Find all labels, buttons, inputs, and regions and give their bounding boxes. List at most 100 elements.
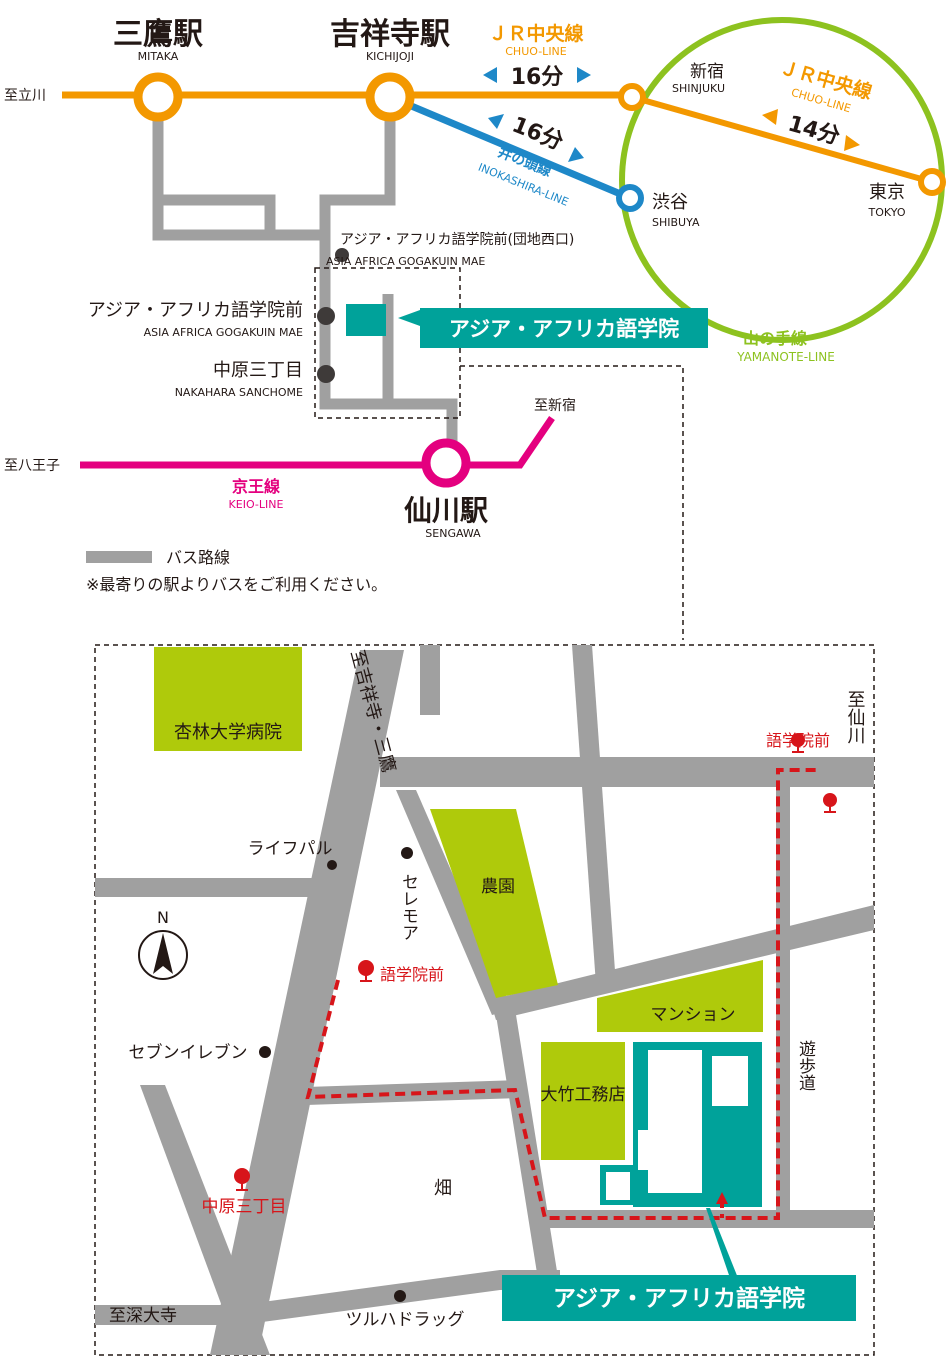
bus-stop-danchi-dot	[335, 248, 349, 262]
to-jindaiji-label: 至深大寺	[109, 1306, 177, 1326]
bus-stop-nakahara-en: NAKAHARA SANCHOME	[175, 386, 303, 399]
inokashira-line	[388, 93, 632, 202]
school-label-bottom: アジア・アフリカ語学院	[553, 1285, 805, 1312]
chuo-time-arrow	[483, 67, 591, 83]
keio-line	[80, 416, 555, 469]
tokyo-station-marker	[918, 168, 946, 196]
kichijoji-station-en: KICHIJOJI	[366, 50, 414, 63]
bus-stop-pin-nakahara	[234, 1168, 250, 1191]
road-left-horizontal	[95, 878, 350, 897]
farm-label: 農園	[481, 877, 515, 897]
zoom-connector	[460, 365, 684, 640]
school-building	[600, 1042, 762, 1207]
school-pointer	[398, 310, 420, 326]
gogakuin-mae-stop-top-label: 語学院前	[766, 731, 830, 750]
legend-bus-route-swatch	[86, 551, 152, 563]
mansion-label: マンション	[651, 1005, 736, 1025]
shinjuku-station-name: 新宿	[690, 62, 724, 82]
sengawa-station-name: 仙川駅	[404, 494, 488, 527]
shibuya-station-name: 渋谷	[652, 192, 688, 213]
local-map-frame	[94, 644, 875, 1356]
school-marker	[346, 304, 386, 336]
seven-eleven-label: セブンイレブン	[129, 1042, 248, 1063]
to-shinjuku-label: 至新宿	[534, 397, 576, 414]
chuo-line-name: ＪＲ中央線	[488, 22, 583, 45]
to-hachioji-label: 至八王子	[4, 458, 60, 474]
school-label-box	[420, 308, 708, 348]
chuo-line-inner	[631, 94, 933, 185]
otake-label: 大竹工務店	[541, 1085, 626, 1105]
legend-note: ※最寄りの駅よりバスをご利用ください。	[86, 575, 387, 594]
to-tachikawa-label: 至立川	[4, 88, 46, 104]
seremoa-label: セレモア	[398, 873, 418, 941]
life-pal-dot	[327, 860, 337, 870]
field-label: 畑	[434, 1178, 452, 1199]
road-horizontal-main	[380, 757, 874, 787]
inokashira-time-arrow	[488, 114, 584, 162]
mitaka-station-marker	[133, 72, 183, 122]
road-top-stub	[420, 645, 440, 715]
road-middle-vertical	[572, 645, 616, 985]
otake-block	[541, 1042, 625, 1160]
bus-route-kichijoji	[319, 100, 458, 452]
to-sengawa-label: 至仙川	[845, 690, 866, 744]
bus-stop-mae-en: ASIA AFRICA GOGAKUIN MAE	[144, 326, 303, 339]
gogakuin-mae-stop-left-label: 語学院前	[380, 965, 444, 984]
road-left-slant	[140, 1085, 270, 1355]
bus-stop-pin-gogakuin-left	[358, 960, 374, 982]
school-label-top: アジア・アフリカ語学院	[449, 317, 679, 341]
seven-eleven-dot	[259, 1046, 271, 1058]
keio-line-en: KEIO-LINE	[229, 498, 284, 511]
bus-stop-nakahara-dot	[317, 365, 335, 383]
shibuya-station-marker	[616, 184, 644, 212]
nakahara-stop-label: 中原三丁目	[202, 1197, 287, 1217]
kyorin-hospital-label: 杏林大学病院	[174, 722, 282, 743]
bus-stop-pin-gogakuin-opposite	[823, 793, 837, 813]
school-label-bottom-box	[502, 1275, 856, 1321]
bus-stop-pin-gogakuin-top	[791, 733, 805, 753]
shibuya-station-en: SHIBUYA	[652, 216, 700, 229]
bus-stop-danchi-name: アジア・アフリカ語学院前(団地西口)	[340, 231, 574, 248]
sengawa-station-marker	[421, 438, 471, 488]
school-label-leader	[706, 1208, 738, 1278]
bus-stop-mae-name: アジア・アフリカ語学院前	[88, 300, 303, 321]
north-compass-icon	[138, 930, 188, 980]
entrance-arrow	[716, 1192, 728, 1204]
tsuruha-label: ツルハドラッグ	[346, 1310, 465, 1330]
chuo-line-en: CHUO-LINE	[505, 45, 567, 58]
seremoa-dot	[401, 847, 413, 859]
road-bottom	[95, 1270, 560, 1325]
mitaka-station-en: MITAKA	[138, 50, 179, 63]
bus-route-network	[152, 100, 458, 452]
bus-stop-mae-dot	[317, 307, 335, 325]
legend-bus-route-label: バス路線	[166, 548, 230, 567]
shinjuku-station-en: SHINJUKU	[672, 82, 725, 95]
mansion-block	[597, 960, 763, 1032]
promenade-label: 遊歩道	[795, 1040, 816, 1091]
bus-stop-danchi-en: ASIA AFRICA GOGAKUIN MAE	[326, 255, 485, 268]
north-label: N	[157, 908, 169, 927]
road-main-diagonal	[210, 650, 404, 1355]
kichijoji-station-marker	[365, 72, 415, 122]
road-bottom-right	[540, 1210, 874, 1228]
kyorin-hospital-block	[154, 647, 302, 751]
tokyo-station-en: TOKYO	[868, 206, 906, 219]
shinjuku-station-marker	[618, 83, 646, 111]
route-map: 三鷹駅 MITAKA 吉祥寺駅 KICHIJOJI 至立川 ＪＲ中央線 CHUO…	[4, 17, 946, 640]
sengawa-station-en: SENGAWA	[425, 527, 481, 540]
kichijoji-station-name: 吉祥寺駅	[330, 17, 450, 52]
yamanote-line-name: 山の手線	[743, 329, 807, 348]
keio-line-name: 京王線	[232, 477, 280, 496]
bus-route-mitaka	[152, 100, 276, 241]
farm-block	[430, 809, 558, 998]
local-map: N 杏林大学病院 至吉祥寺・三鷹 語学院前 至仙川 ライフパル セレモア 農園 …	[94, 644, 875, 1356]
life-pal-label: ライフパル	[248, 839, 333, 859]
mitaka-station-name: 三鷹駅	[113, 17, 203, 52]
tokyo-station-name: 東京	[869, 182, 905, 203]
chuo-line-time: 16分	[511, 65, 564, 90]
yamanote-line-en: YAMANOTE-LINE	[736, 350, 835, 364]
tsuruha-dot	[394, 1290, 406, 1302]
bus-stop-nakahara-name: 中原三丁目	[213, 360, 303, 381]
chuo-inner-time-arrow	[762, 109, 860, 151]
